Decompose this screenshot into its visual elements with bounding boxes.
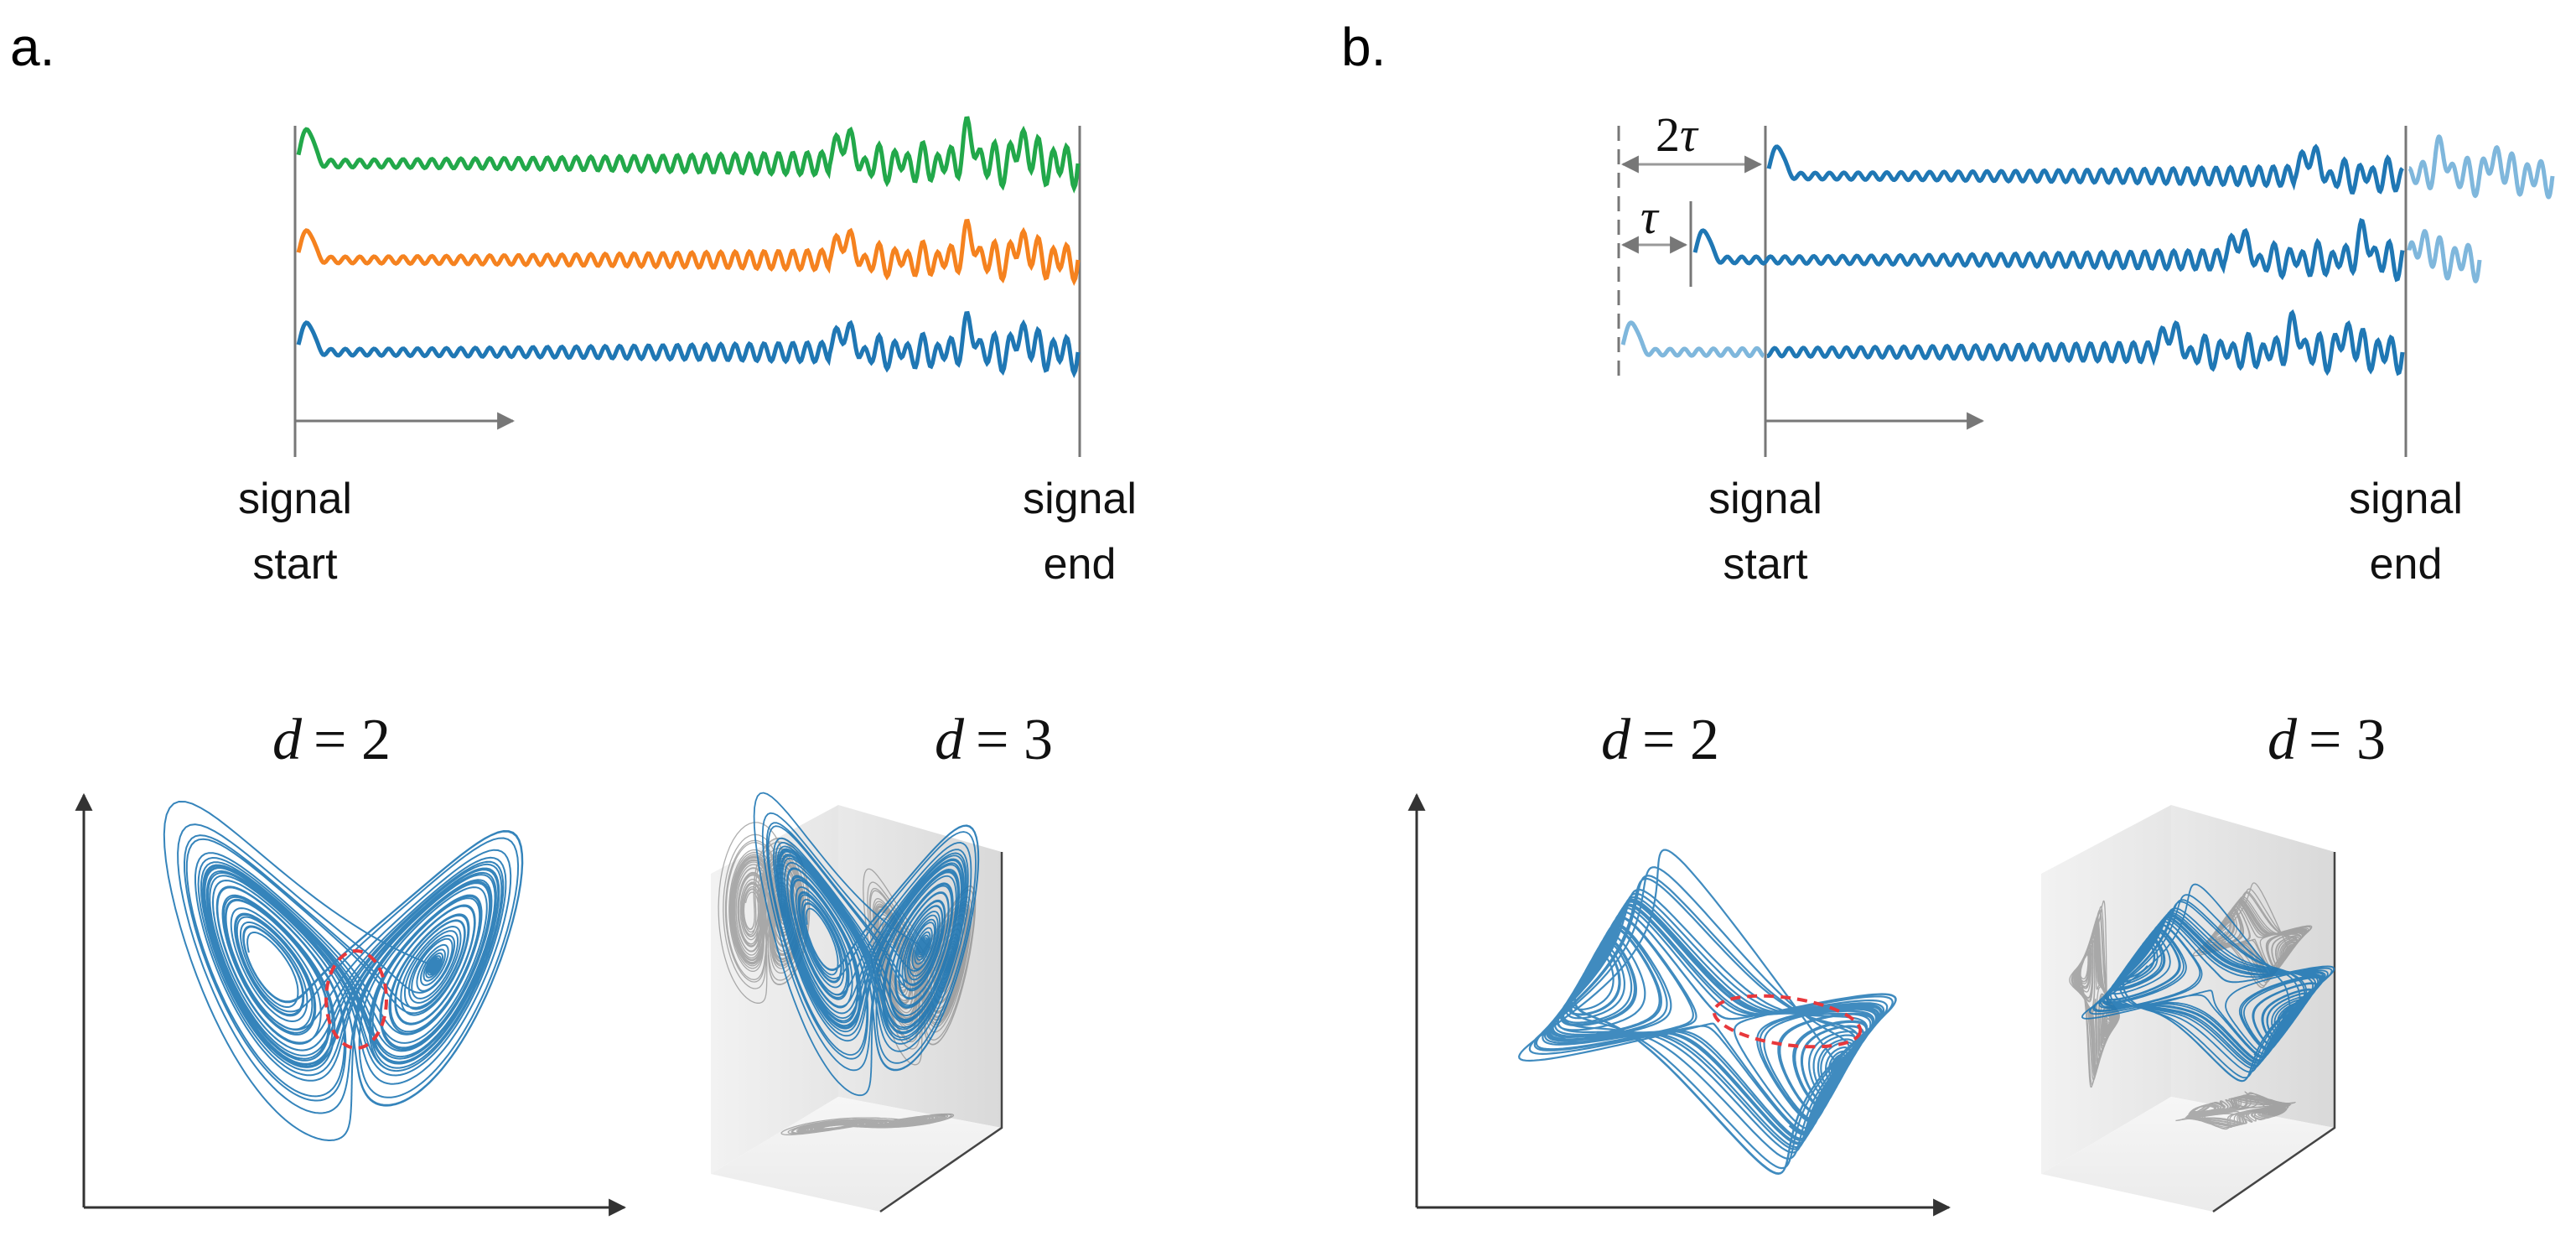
lorenz-attractor-icon xyxy=(163,800,524,1141)
signal-start-label-a-2: start xyxy=(252,540,338,589)
signal-start-label-b-2: start xyxy=(1723,540,1808,589)
dim-heading-b-3d: d= 3 xyxy=(2268,708,2386,772)
dimension-headings: d= 2 d= 3 d= 2 d= 3 xyxy=(272,708,2386,772)
phase-plot-b-2d xyxy=(1407,792,1951,1217)
attractor-trajectory xyxy=(1517,849,1897,1176)
original-signal xyxy=(1766,309,2405,376)
delayed-signal-2tau xyxy=(1766,143,2404,195)
attractor-trajectory xyxy=(163,800,524,1141)
delayed-signal-tau-overflow xyxy=(2407,229,2482,284)
attractor-trajectory xyxy=(780,1113,955,1135)
attractor-trajectory xyxy=(2175,1090,2297,1130)
panel-b: b. 2τ τ signal start signal end xyxy=(1341,17,2555,589)
crossing-region-highlight-b xyxy=(1712,994,1863,1049)
delay-tau-label: τ xyxy=(1640,190,1660,244)
signal-start-label-a: signal xyxy=(238,475,352,523)
attractor-trajectory xyxy=(2069,900,2120,1088)
signal-end-label-a-2: end xyxy=(1044,540,1117,589)
box-floor xyxy=(711,1097,1002,1212)
delay-embedding-3d-attractor-icon xyxy=(2069,882,2335,1130)
phase-plot-a-2d xyxy=(75,792,627,1217)
box-axis-edges xyxy=(879,852,1003,1213)
signal-trace-blue xyxy=(296,310,1081,379)
signal-start-label-b: signal xyxy=(1708,475,1822,523)
dim-heading-a-3d: d= 3 xyxy=(935,708,1053,772)
box-axis-edges-b xyxy=(2212,852,2336,1213)
panel-a-label: a. xyxy=(10,17,54,77)
lorenz-attractor-3d-icon xyxy=(718,792,980,1135)
dim-heading-a-2d: d= 2 xyxy=(272,708,391,772)
phase-plot-a-3d xyxy=(711,792,1003,1213)
panel-a: a. signal start signal end xyxy=(10,17,1137,589)
signal-trace-orange xyxy=(296,218,1081,287)
delay-2tau-label: 2τ xyxy=(1656,107,1699,162)
signal-end-label-a: signal xyxy=(1023,475,1137,523)
attractor-trajectory xyxy=(2192,882,2313,989)
crossing-region-highlight xyxy=(324,949,388,1050)
box-floor-b xyxy=(2041,1097,2335,1212)
delayed-signal-tau xyxy=(1692,218,2405,283)
phase-plot-b-3d xyxy=(2041,805,2336,1213)
signal-end-label-b-2: end xyxy=(2370,540,2443,589)
panel-b-label: b. xyxy=(1341,17,1386,77)
delay-embedding-attractor-icon xyxy=(1517,849,1897,1176)
delayed-signal-2tau-overflow xyxy=(2408,134,2555,200)
dim-heading-b-2d: d= 2 xyxy=(1601,708,1719,772)
original-signal-prefix xyxy=(1620,320,1765,359)
signal-trace-green xyxy=(296,116,1081,194)
attractor-trajectory xyxy=(753,792,980,1097)
signal-end-label-b: signal xyxy=(2349,475,2463,523)
attractor-trajectory xyxy=(2081,883,2335,1083)
